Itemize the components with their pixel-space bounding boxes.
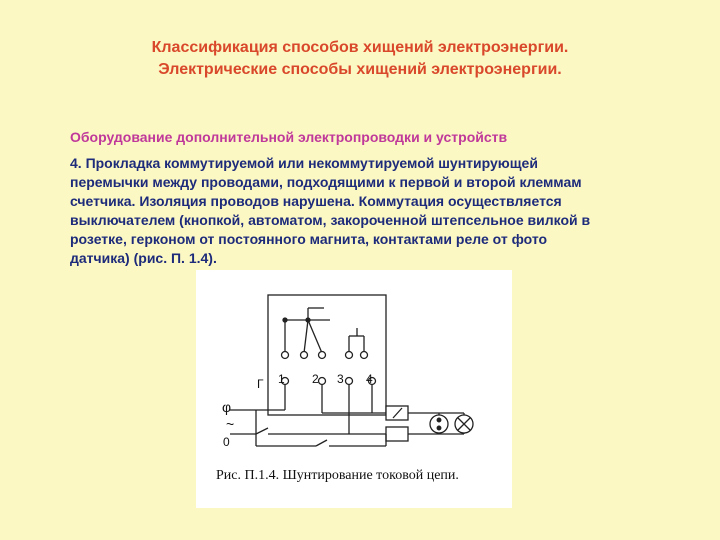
switch-lever [255, 427, 269, 435]
socket-pin [436, 425, 442, 431]
body-line-1: 4. Прокладка коммутируемой или некоммути… [70, 155, 538, 171]
meter-contact [299, 350, 309, 360]
meter-label: Г [257, 377, 264, 391]
fuse-bottom [385, 426, 409, 442]
section-subtitle: Оборудование дополнительной электропрово… [70, 129, 508, 145]
terminal-1 [280, 376, 290, 386]
body-paragraph: 4. Прокладка коммутируемой или некоммути… [70, 154, 670, 268]
shunt-switch [315, 439, 328, 447]
lamp-cross [457, 417, 471, 431]
body-line-6: датчика) (рис. П. 1.4). [70, 250, 217, 266]
meter-wire [303, 319, 309, 354]
circuit-diagram [230, 294, 474, 447]
terminal-3 [344, 376, 354, 386]
body-line-4: выключателем (кнопкой, автоматом, закоро… [70, 212, 591, 228]
body-line-3: счетчика. Изоляция проводов нарушена. Ко… [70, 193, 562, 209]
slide-title-line-1: Классификация способов хищений электроэн… [151, 39, 569, 56]
terminal-label-4: 4 [366, 372, 373, 386]
terminal-label-2: 2 [312, 372, 319, 386]
slide-title: Классификация способов хищений электроэн… [0, 37, 720, 81]
socket-pin [436, 417, 442, 423]
slide-title-line-2: Электрические способы хищений электроэне… [158, 61, 562, 78]
terminal-label-1: 1 [278, 372, 285, 386]
phase-label: φ [222, 399, 232, 415]
terminal-2 [317, 376, 327, 386]
zero-label: 0 [223, 435, 230, 449]
circuit-figure: Г 1 2 3 4 φ ~ 0 Рис. П.1.4. Шунтирование… [196, 270, 512, 508]
meter-contact [359, 350, 369, 360]
ac-symbol: ~ [226, 416, 235, 432]
meter-housing [267, 294, 387, 416]
meter-wire [307, 319, 323, 354]
terminal-4 [367, 376, 377, 386]
figure-caption: Рис. П.1.4. Шунтирование токовой цепи. [216, 468, 459, 483]
meter-contact [280, 350, 290, 360]
body-line-2: перемычки между проводами, подходящими к… [70, 174, 582, 190]
body-line-5: розетке, герконом от постоянного магнита… [70, 231, 548, 247]
meter-contact [317, 350, 327, 360]
socket-symbol [429, 414, 449, 434]
fuse-slash [392, 407, 403, 419]
meter-contact [344, 350, 354, 360]
terminal-label-3: 3 [337, 372, 344, 386]
